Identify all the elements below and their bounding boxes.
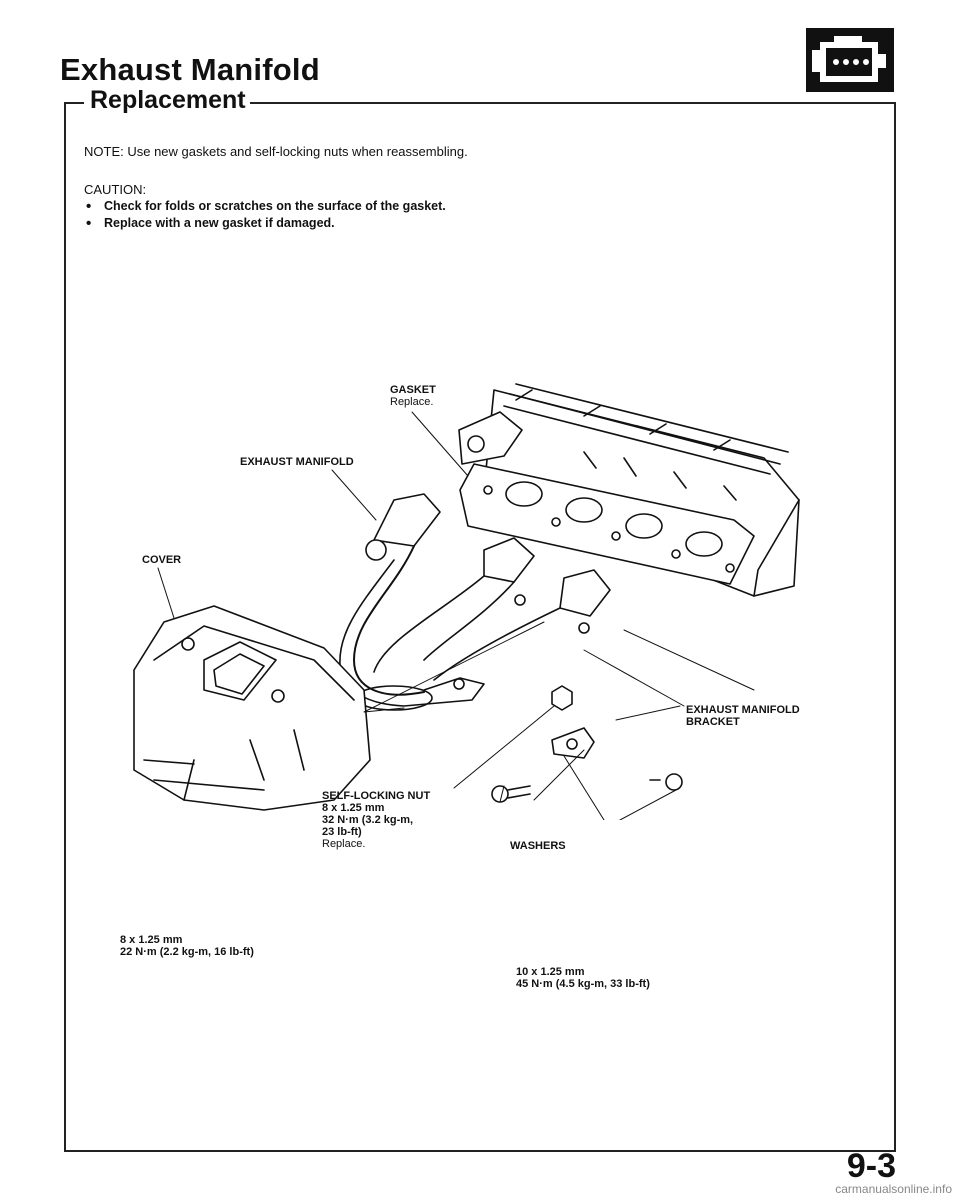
exhaust-manifold-diagram	[133, 383, 800, 820]
caution-item: Replace with a new gasket if damaged.	[84, 215, 446, 232]
caution-list: Check for folds or scratches on the surf…	[84, 198, 446, 232]
self-locking-nut-label: SELF-LOCKING NUT 8 x 1.25 mm 32 N·m (3.2…	[322, 790, 431, 850]
washers-label: WASHERS	[510, 840, 566, 852]
gasket-drawing	[459, 451, 755, 585]
page-number: 9-3	[846, 1147, 896, 1185]
section-title: Replacement	[90, 86, 246, 114]
watermark-text: carmanualsonline.info	[835, 1182, 952, 1196]
frame-top-left-rule	[64, 102, 84, 104]
caution-title: CAUTION:	[84, 182, 147, 197]
left-bolt-spec: 8 x 1.25 mm 22 N·m (2.2 kg-m, 16 lb-ft)	[120, 934, 254, 958]
right-bolt-spec: 10 x 1.25 mm 45 N·m (4.5 kg-m, 33 lb-ft)	[516, 966, 650, 990]
cover-drawing	[133, 605, 371, 811]
leader-lines	[157, 411, 755, 820]
content-frame	[64, 104, 896, 1152]
bracket-label: EXHAUST MANIFOLD BRACKET	[686, 704, 800, 728]
note-text: NOTE: Use new gaskets and self-locking n…	[84, 144, 468, 159]
caution-item: Check for folds or scratches on the surf…	[84, 198, 446, 215]
exhaust-manifold-label: EXHAUST MANIFOLD	[240, 456, 354, 468]
cover-label: COVER	[142, 554, 182, 566]
frame-top-right-rule	[250, 102, 896, 104]
engine-icon	[806, 28, 894, 92]
page-title: Exhaust Manifold	[60, 52, 320, 87]
gasket-label: GASKET Replace.	[390, 384, 436, 408]
